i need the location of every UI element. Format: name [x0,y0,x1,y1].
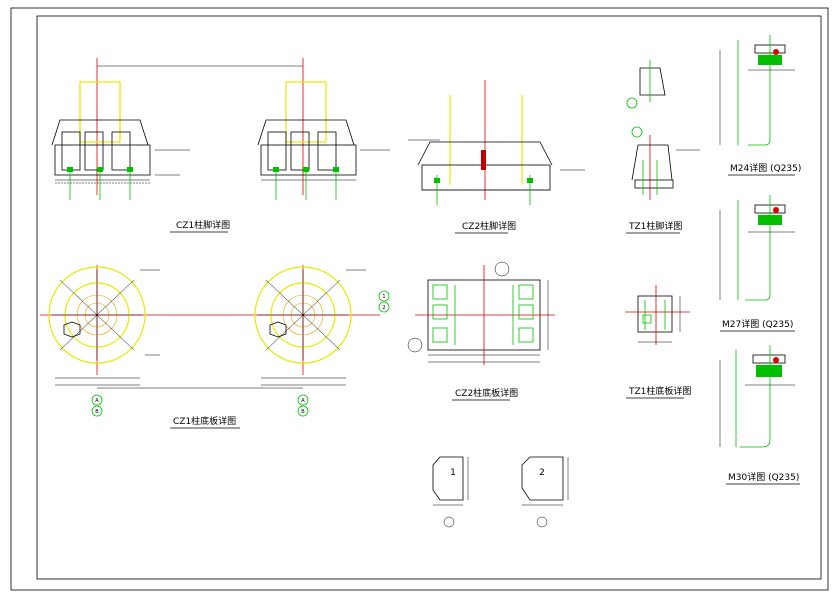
svg-text:A: A [95,398,99,404]
cz2-foot-elevation [408,80,585,205]
inner-border [36,15,822,580]
axis-marker-a: A [297,394,309,406]
cz1-base-plate-left [48,265,160,386]
cz2-base-plate [407,261,555,365]
tz1-foot-title: TZ1柱脚详图 [628,220,682,232]
svg-text:2: 2 [382,305,385,311]
svg-text:B: B [301,409,305,415]
svg-text:1: 1 [382,294,385,300]
cz2-foot-title: CZ2柱脚详图 [462,220,516,232]
cz1-foot-elevation-left [51,58,190,200]
anchor-bolt-m30 [719,345,795,448]
gusset-plate-1: 1 [432,456,469,528]
axis-marker-2: 2 [378,301,390,313]
m24-title: M24详图 (Q235) [730,162,801,174]
axis-marker-b: B [297,405,309,417]
axis-marker-b: B [91,405,103,417]
svg-text:1: 1 [450,468,456,478]
svg-text:A: A [301,398,305,404]
cz1-plate-title: CZ1柱底板详图 [173,415,236,427]
svg-text:2: 2 [539,468,545,478]
cz1-foot-elevation-right [257,58,390,200]
m30-title: M30详图 (Q235) [728,471,799,483]
m27-title: M27详图 (Q235) [722,318,793,330]
outer-border [10,7,829,591]
axis-marker-a: A [91,394,103,406]
cz1-base-plate-right [254,265,366,386]
svg-text:B: B [95,409,99,415]
gusset-plate-2: 2 [521,456,569,528]
tz1-foot-elevation [626,60,700,200]
axis-marker-1: 1 [378,290,390,302]
cz1-foot-title: CZ1柱脚详图 [176,219,230,231]
tz1-plate-title: TZ1柱底板详图 [628,385,691,397]
anchor-bolt-m24 [719,35,795,146]
cz2-plate-title: CZ2柱底板详图 [455,387,518,399]
anchor-bolt-m27 [719,195,795,301]
tz1-base-plate [625,285,690,345]
